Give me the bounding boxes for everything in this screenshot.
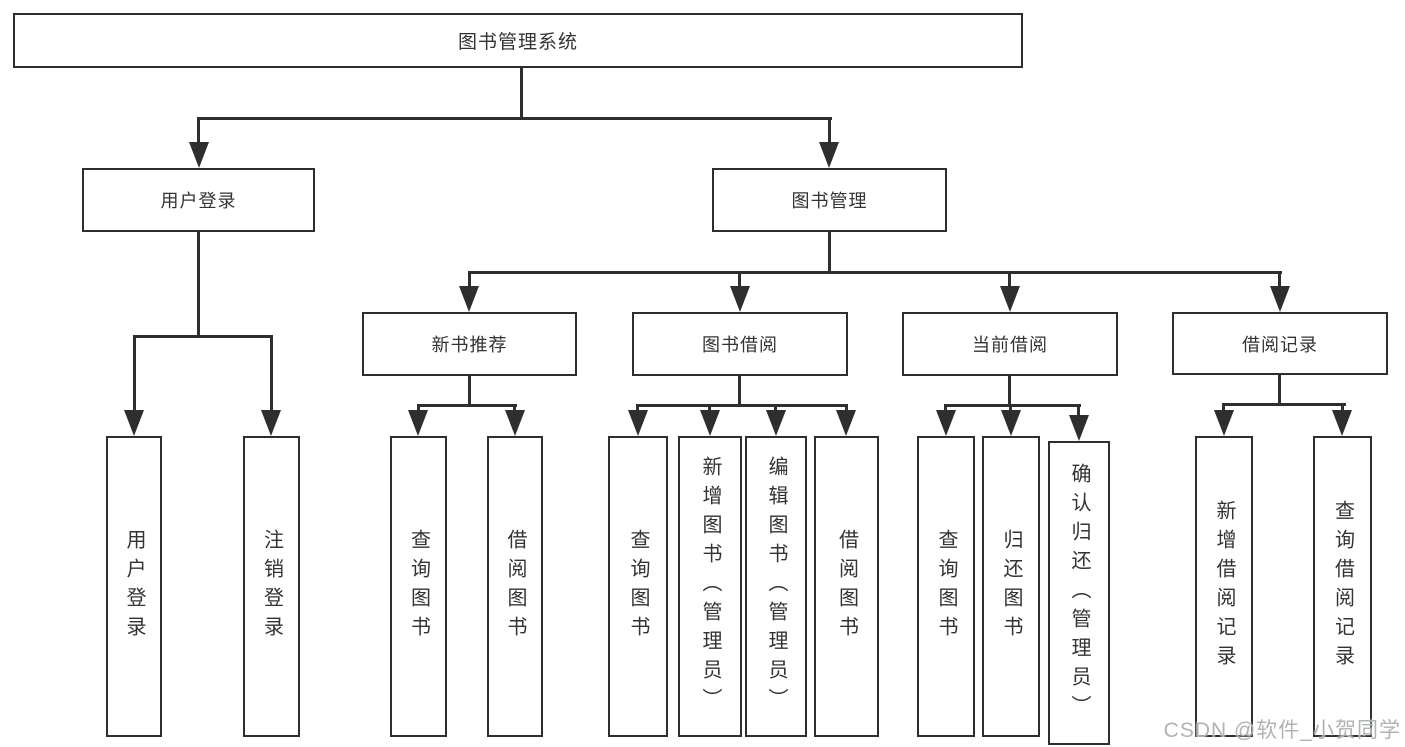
connector-stem-book-mgmt — [828, 119, 831, 149]
node-leaf-logout-login: 注销登录 — [243, 436, 300, 737]
arrowhead-book-borrow-icon — [730, 286, 750, 312]
node-leaf-bb-edit-books-admin: 编辑图书（管理员） — [745, 436, 807, 737]
node-leaf-cb-confirm-return-admin: 确认归还（管理员） — [1048, 441, 1110, 745]
node-leaf-nb-query-books: 查询图书 — [390, 436, 447, 737]
connector-cur-borrow-vertical — [1008, 376, 1011, 407]
connector-borrow-rec-horizontal — [1222, 403, 1346, 406]
connector-book-borrow-vertical — [738, 376, 741, 407]
node-leaf-bb-query-books: 查询图书 — [608, 436, 668, 737]
arrowhead-bb-edit-icon — [766, 410, 786, 436]
connector-stem-book-borrow — [738, 274, 741, 290]
csdn-watermark: CSDN @软件_小贺同学 — [1163, 719, 1401, 742]
connector-stem-cb-confirm — [1077, 407, 1080, 419]
node-book-borrowing: 图书借阅 — [632, 312, 848, 376]
arrowhead-borrow-rec-icon — [1270, 286, 1290, 312]
arrowhead-leaf-user-login-icon — [124, 410, 144, 436]
arrowhead-bb-borrow-icon — [836, 410, 856, 436]
connector-level3-horizontal — [468, 271, 1282, 274]
connector-stem-borrow-rec — [1278, 274, 1281, 290]
node-current-borrowing: 当前借阅 — [902, 312, 1118, 376]
connector-user-login-horizontal — [133, 335, 273, 338]
node-leaf-cb-query-books: 查询图书 — [917, 436, 975, 737]
node-leaf-cb-return-books: 归还图书 — [982, 436, 1040, 737]
node-leaf-br-add-record: 新增借阅记录 — [1195, 436, 1253, 737]
connector-user-login-vertical — [197, 232, 200, 337]
arrowhead-cur-borrow-icon — [1000, 286, 1020, 312]
node-leaf-nb-borrow-books: 借阅图书 — [487, 436, 543, 737]
node-user-login: 用户登录 — [82, 168, 315, 232]
arrowhead-user-login-icon — [189, 142, 209, 168]
arrowhead-bb-add-icon — [700, 410, 720, 436]
arrowhead-cb-confirm-icon — [1069, 415, 1089, 441]
connector-new-book-horizontal — [417, 404, 517, 407]
connector-new-book-vertical — [468, 376, 471, 407]
node-leaf-user-login: 用户登录 — [106, 436, 162, 737]
node-leaf-br-query-record: 查询借阅记录 — [1313, 436, 1372, 737]
node-library-management-system: 图书管理系统 — [13, 13, 1023, 68]
connector-root-vertical — [520, 68, 523, 119]
arrowhead-leaf-logout-icon — [261, 410, 281, 436]
connector-stem-leaf-logout — [270, 337, 273, 414]
connector-stem-cur-borrow — [1008, 274, 1011, 290]
node-book-management: 图书管理 — [712, 168, 947, 232]
connector-stem-new-book — [468, 274, 471, 290]
connector-cur-borrow-horizontal — [944, 404, 1081, 407]
connector-borrow-rec-vertical — [1278, 375, 1281, 405]
node-leaf-bb-add-books-admin: 新增图书（管理员） — [678, 436, 742, 737]
arrowhead-book-mgmt-icon — [819, 142, 839, 168]
connector-stem-leaf-user-login — [133, 337, 136, 414]
arrowhead-nb-query-icon — [408, 410, 428, 436]
node-new-book-recommend: 新书推荐 — [362, 312, 577, 376]
connector-book-mgmt-vertical — [828, 232, 831, 273]
connector-book-borrow-horizontal — [636, 404, 848, 407]
arrowhead-cb-query-icon — [936, 410, 956, 436]
arrowhead-nb-borrow-icon — [505, 410, 525, 436]
connector-level2-horizontal — [197, 117, 832, 120]
arrowhead-br-add-icon — [1214, 410, 1234, 436]
arrowhead-new-book-icon — [459, 286, 479, 312]
node-borrow-records: 借阅记录 — [1172, 312, 1388, 375]
node-leaf-bb-borrow-books: 借阅图书 — [814, 436, 879, 737]
connector-stem-user-login — [197, 119, 200, 149]
arrowhead-bb-query-icon — [628, 410, 648, 436]
arrowhead-br-query-icon — [1332, 410, 1352, 436]
arrowhead-cb-return-icon — [1001, 410, 1021, 436]
